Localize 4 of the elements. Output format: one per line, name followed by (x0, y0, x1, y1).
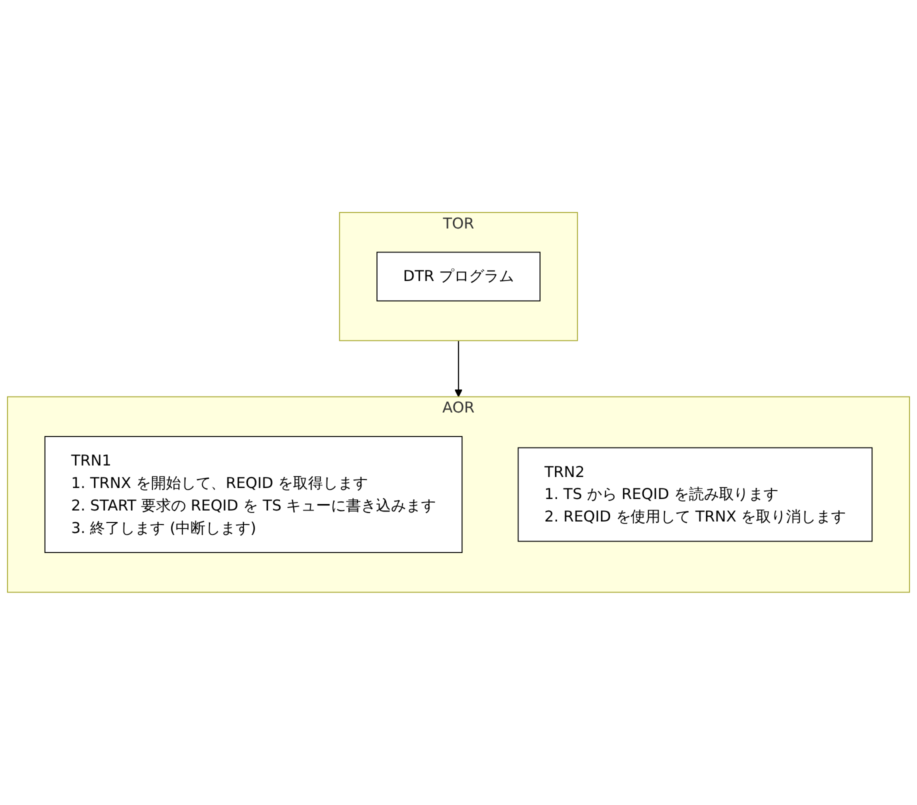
node-box: DTR プログラム (376, 252, 540, 302)
arrow (454, 340, 463, 398)
node-box: TRN2 1. TS から REQID を読み取ります 2. REQID を使用して TRNX を取り消します (518, 447, 873, 542)
node-box: TRN1 1. TRNX を開始して、REQID を取得します 2. START 要求の REQID を TS キューに書き込みます 3. 終了します (中断します) (44, 436, 463, 554)
